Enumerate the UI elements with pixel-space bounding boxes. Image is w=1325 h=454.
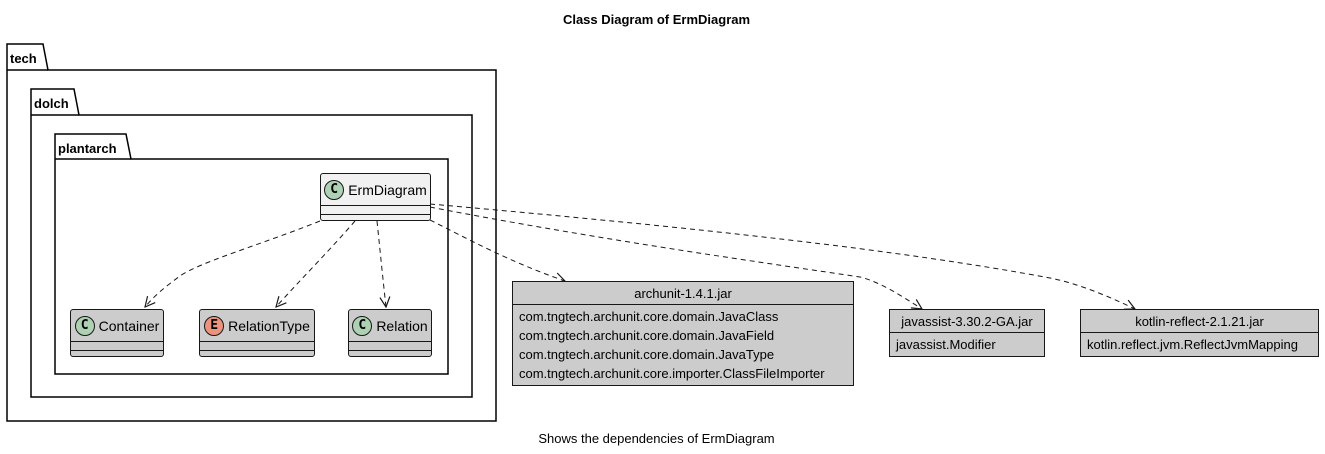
package-label-tech: tech bbox=[10, 51, 37, 66]
methods-section bbox=[349, 350, 431, 359]
class-container[interactable]: C Container bbox=[70, 309, 164, 357]
diagram-caption: Shows the dependencies of ErmDiagram bbox=[538, 431, 775, 446]
class-relation[interactable]: C Relation bbox=[348, 309, 432, 357]
package-label-dolch: dolch bbox=[34, 96, 69, 111]
methods-section bbox=[71, 350, 163, 359]
jar-kotlin-reflect[interactable]: kotlin-reflect-2.1.21.jar kotlin.reflect… bbox=[1080, 309, 1319, 357]
edge-erm-to-relationtype bbox=[276, 220, 356, 307]
jar-item: com.tngtech.archunit.core.domain.JavaFie… bbox=[519, 328, 775, 343]
fields-section bbox=[200, 341, 314, 350]
class-circle-icon: C bbox=[352, 315, 373, 336]
fields-section bbox=[321, 205, 430, 214]
methods-section bbox=[200, 350, 314, 359]
class-circle-icon: C bbox=[324, 179, 345, 200]
jar-item: com.tngtech.archunit.core.importer.Class… bbox=[519, 366, 825, 381]
jar-title: kotlin-reflect-2.1.21.jar bbox=[1081, 310, 1318, 333]
jar-item: com.tngtech.archunit.core.domain.JavaTyp… bbox=[519, 347, 775, 362]
class-name: Container bbox=[98, 317, 160, 334]
jar-title: archunit-1.4.1.jar bbox=[513, 282, 853, 305]
fields-section bbox=[349, 341, 431, 350]
enum-circle-icon: E bbox=[204, 315, 225, 336]
class-circle-icon: C bbox=[74, 315, 95, 336]
class-name: RelationType bbox=[228, 317, 310, 334]
diagram-title: Class Diagram of ErmDiagram bbox=[562, 12, 751, 27]
methods-section bbox=[321, 214, 430, 223]
jar-title: javassist-3.30.2-GA.jar bbox=[890, 310, 1044, 333]
package-label-plantarch: plantarch bbox=[58, 141, 117, 156]
class-name: ErmDiagram bbox=[348, 181, 427, 198]
enum-relation-type[interactable]: E RelationType bbox=[199, 309, 315, 357]
edge-erm-to-javassist bbox=[429, 206, 922, 309]
fields-section bbox=[71, 341, 163, 350]
jar-javassist[interactable]: javassist-3.30.2-GA.jar javassist.Modifi… bbox=[889, 309, 1045, 357]
edge-erm-to-archunit bbox=[429, 219, 565, 281]
class-erm-diagram[interactable]: C ErmDiagram bbox=[320, 173, 431, 221]
jar-item: com.tngtech.archunit.core.domain.JavaCla… bbox=[519, 309, 779, 324]
edge-erm-to-container bbox=[145, 220, 321, 307]
class-name: Relation bbox=[376, 317, 428, 334]
jar-archunit[interactable]: archunit-1.4.1.jar com.tngtech.archunit.… bbox=[512, 281, 854, 386]
edge-erm-to-kotlin-reflect bbox=[429, 203, 1135, 309]
jar-item: kotlin.reflect.jvm.ReflectJvmMapping bbox=[1087, 337, 1298, 352]
jar-item: javassist.Modifier bbox=[896, 337, 996, 352]
